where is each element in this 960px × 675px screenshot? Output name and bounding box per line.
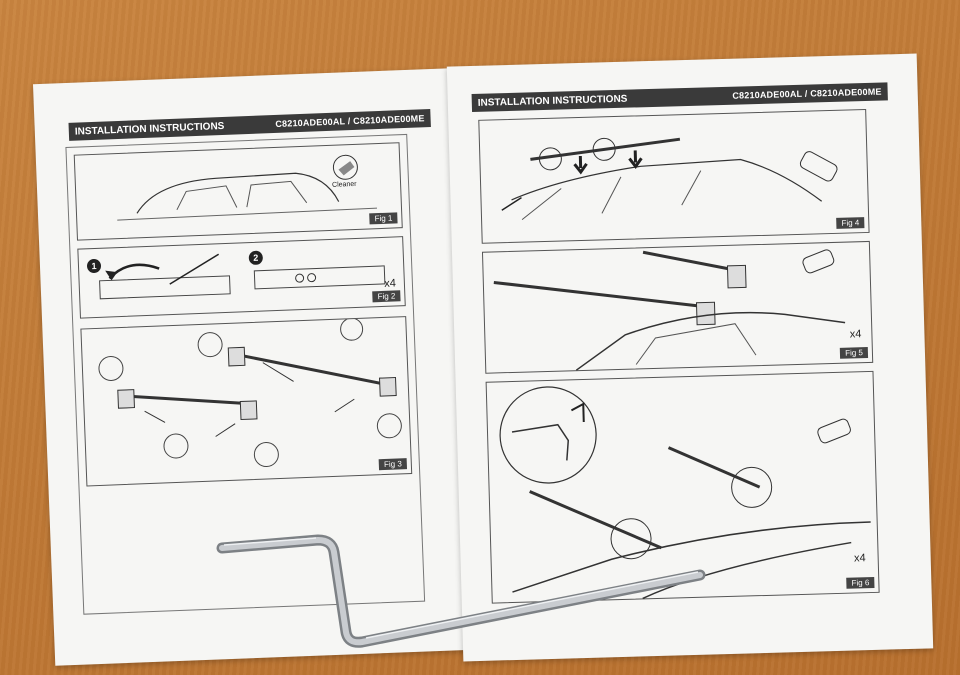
car-roof-cleaning-illustration <box>117 154 378 221</box>
figure-5-panel: x4 Fig 5 <box>481 240 874 374</box>
place-bars-on-roof-illustration <box>501 137 838 221</box>
tighten-clamps-detail-illustration <box>499 386 871 600</box>
figure-3-panel: Fig 3 <box>80 316 413 487</box>
figure-6-panel: x4 Fig 6 <box>485 370 880 604</box>
remove-cover-illustration <box>99 253 386 300</box>
roof-bars-exploded-illustration <box>98 317 402 468</box>
figure-1-panel: Cleaner Fig 1 <box>73 142 403 241</box>
bar-clamps-on-rails-illustration <box>493 249 846 371</box>
instruction-sheet-left: INSTALLATION INSTRUCTIONS C8210ADE00AL /… <box>32 68 474 666</box>
figure-4-panel: Fig 4 <box>478 108 870 244</box>
instruction-sheet-right: INSTALLATION INSTRUCTIONS C8210ADE00AL /… <box>446 53 934 662</box>
figure-2-panel: 1 2 x4 Fig 2 <box>77 236 406 319</box>
